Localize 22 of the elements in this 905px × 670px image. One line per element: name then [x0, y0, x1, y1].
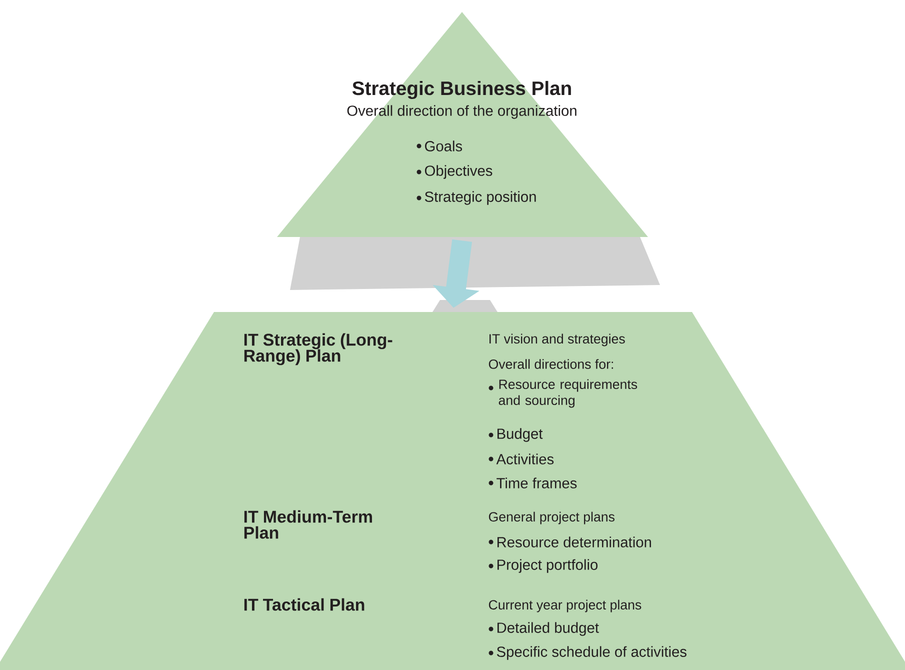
bullet-item: Strategic position — [416, 191, 536, 205]
heading: Strategic Business Plan — [352, 80, 571, 100]
bullet-item: Time frames — [488, 478, 577, 488]
description: IT vision and strategies — [490, 334, 625, 346]
subtitle: Overall direction of the organization — [347, 105, 576, 119]
pyramid-trapezoid — [0, 312, 905, 670]
bullet-item: Project portfolio — [488, 559, 598, 573]
bullet-item: Resource determination — [488, 536, 651, 548]
pyramid-triangle — [277, 12, 648, 237]
level-heading: IT Strategic (Long-Range) Plan — [244, 333, 392, 366]
bullet-item: Activities — [488, 454, 554, 464]
description: Current year project plans — [488, 600, 642, 612]
description: Overall directions for: — [488, 359, 613, 369]
bullet-item: Budget — [488, 428, 543, 442]
level-heading: IT Medium-Term Plan — [244, 510, 372, 539]
bullet-item: Detailed budget — [488, 622, 599, 636]
description: General project plans — [488, 512, 614, 524]
bullet-item: Goals — [416, 140, 462, 152]
level-heading: IT Tactical Plan — [244, 598, 364, 611]
bullet-item: Resource requirements and sourcing — [488, 379, 638, 408]
bullet-item: Specific schedule of activities — [488, 646, 686, 660]
bullet-item: Objectives — [416, 165, 492, 179]
